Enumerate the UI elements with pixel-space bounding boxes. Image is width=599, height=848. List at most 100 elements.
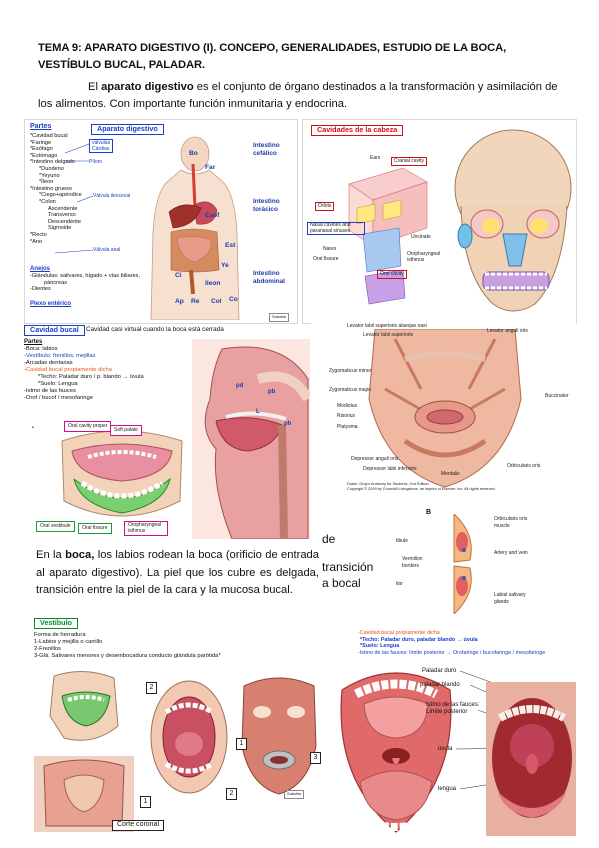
label-oral-fissure: Oral fissure [78, 523, 112, 534]
cavidad-bucal-list: -Boca: labios -Vestíbulo: frenillos, mej… [24, 346, 144, 401]
mouth-photo [486, 682, 576, 836]
face-muscles-illustration [241, 677, 317, 795]
label-buccinator: Buccinator [545, 393, 569, 399]
label-oral-cavity-proper: Oral cavity proper [64, 421, 112, 432]
marker-3-face: 3 [310, 752, 321, 764]
label-far: Far [205, 164, 216, 171]
sagittal-head-section [192, 339, 310, 539]
label-oral-cavity: Oral cavity [377, 270, 407, 279]
label-paladar-duro: Paladar duro [422, 668, 457, 674]
label-oropharyngeal-isthmus: Oropharyngeal isthmus [124, 521, 168, 536]
label-vestibule: tibule [396, 538, 408, 544]
label-col: Col [211, 298, 222, 305]
label-ye: Ye [221, 262, 229, 269]
panel-cavidades-cabeza: Cavidades de la cabeza Ears Cranial cavi… [302, 119, 577, 324]
credit-line-1: Drake: Gray's Anatomy for Students, 2nd … [347, 482, 430, 486]
fragment-transicion: transición [322, 560, 374, 574]
label-oral-fissure: Oral fissure [313, 256, 339, 262]
label-modiolus: Modiolus [337, 403, 358, 409]
panel-facial-muscles: Levator labii superioris alaeque nasi Le… [311, 321, 576, 494]
vestibule-head-illustration [34, 671, 134, 832]
label-cranial-cavity: Cranial cavity [391, 157, 428, 166]
mouth-model-illustration [61, 430, 183, 517]
pointer-arrows [54, 143, 94, 254]
anal-note: Válvula anal [93, 247, 121, 253]
label-vermilion: Vermilion [402, 556, 423, 562]
label-zygomaticus-minor: Zygomaticus minor [329, 368, 372, 374]
label-oral-vestibule: Oral vestibule [36, 521, 75, 532]
label-levator-labii-alaeque: Levator labii superioris alaeque nasi [347, 323, 427, 329]
cavidades-title: Cavidades de la cabeza [311, 125, 404, 136]
label-esof: Esof [205, 212, 220, 219]
plexo-heading: Plexo entérico [30, 301, 72, 307]
label-oropharyngeal-isthmus: Oropharyngeal isthmus [407, 251, 441, 263]
label-orbicularis-oris: Orbicularis oris [507, 463, 541, 469]
label-zygomaticus-major: Zygomaticus major [329, 387, 372, 393]
label-ci: Ci [175, 272, 182, 279]
view-marker: • [32, 425, 34, 431]
skull-illustration [454, 129, 572, 312]
label-orbits: Orbits [315, 202, 335, 211]
figure-letter-b: B [426, 509, 432, 516]
marker-1-coronal: 1 [140, 796, 151, 808]
label-ears: Ears [370, 155, 381, 161]
label-depressor-anguli-oris: Depressor anguli oris [351, 456, 399, 462]
marker-2-top: 2 [146, 682, 157, 694]
aparato-digestivo-title: Aparato digestivo [91, 124, 164, 135]
label-levator-anguli-oris: Levator anguli oris [487, 328, 528, 334]
piloro-note: Píloro [89, 159, 103, 165]
label-ph: ph [284, 421, 292, 427]
anejos-heading: Anejos [30, 266, 51, 272]
vestibulo-title: Vestíbulo [34, 618, 78, 629]
partes-heading: Partes [30, 123, 52, 130]
corte-coronal-label: Corte coronal [112, 820, 165, 831]
sobotta-credit: Sobotta [269, 313, 289, 322]
boca-paragraph: En la boca, los labios rodean la boca (o… [36, 549, 319, 597]
label-risorius: Risorius [337, 413, 356, 419]
label-mentalis: Mentalis [441, 471, 460, 477]
anejos-list: -Glándulas: salivares, hígado + vías bil… [30, 273, 140, 293]
label-depressor-labii-inferioris: Depressor labii inferioris [363, 466, 417, 472]
marker-1-face: 1 [236, 738, 247, 750]
panel-lip-section: de transición a bocal B tibule Vermilion… [322, 506, 576, 616]
sobotta-credit-2: Sobotta [284, 790, 304, 799]
panel-cavidad-propia: -Cavidad bucal propiamente dicha *Techo:… [322, 628, 576, 838]
label-est: Est [225, 242, 236, 249]
vestibulo-list: Forma de herradura 1-Labios y mejilla o … [34, 632, 221, 659]
label-lengua: lengua [438, 786, 457, 792]
label-pd: pd [236, 383, 244, 389]
label-nares: Nares [323, 246, 337, 252]
fragment-bocal: a bocal [322, 576, 361, 590]
cavidad-propia-text: -Cavidad bucal propiamente dicha *Techo:… [358, 630, 546, 656]
cavidad-bucal-title: Cavidad bucal [24, 325, 85, 336]
label-uncinate: Uncinate [411, 234, 431, 240]
digestive-system-illustration [150, 136, 240, 320]
label-istmo-fauces: Istmo de las fauces:Límite posterior [426, 702, 480, 715]
facial-muscles-illustration [368, 329, 522, 488]
label-re: Re [191, 298, 200, 305]
label-pb: pb [268, 389, 276, 395]
page-title: TEMA 9: APARATO DIGESTIVO (I). CONCEPO, … [38, 42, 507, 71]
panel-vestibulo: Vestíbulo Forma de herradura 1-Labios y … [30, 616, 322, 838]
label-platysma: Platysma [337, 424, 358, 430]
intro-paragraph: El aparato digestivo es el conjunto de ó… [38, 81, 558, 110]
label-soft-palate: Soft palate [110, 425, 142, 436]
fragment-de: de [322, 532, 336, 546]
credit-line-2: Copyright © 2009 by Churchill Livingston… [347, 487, 496, 491]
partes-list: *Cavidad bucal *Faringe *Esófago *Estóma… [30, 133, 82, 245]
panel-aparato-digestivo: Partes *Cavidad bucal *Faringe *Esófago … [24, 119, 298, 324]
label-levator-labii-superioris: Levator labii superioris [363, 332, 414, 338]
panel-cavidad-bucal: Cavidad bucal Cavidad casi virtual cuand… [24, 325, 310, 539]
ileocecal-note: Válvula ileocecal [93, 193, 131, 199]
open-mouth-diagram [340, 672, 452, 833]
label-co: Co [229, 296, 238, 303]
marker-2-bottom: 2 [226, 788, 237, 800]
label-artery-vein: Artery and vein [494, 550, 528, 556]
head-cavities-diagram [348, 167, 428, 305]
partes-label: Partes [24, 339, 43, 345]
